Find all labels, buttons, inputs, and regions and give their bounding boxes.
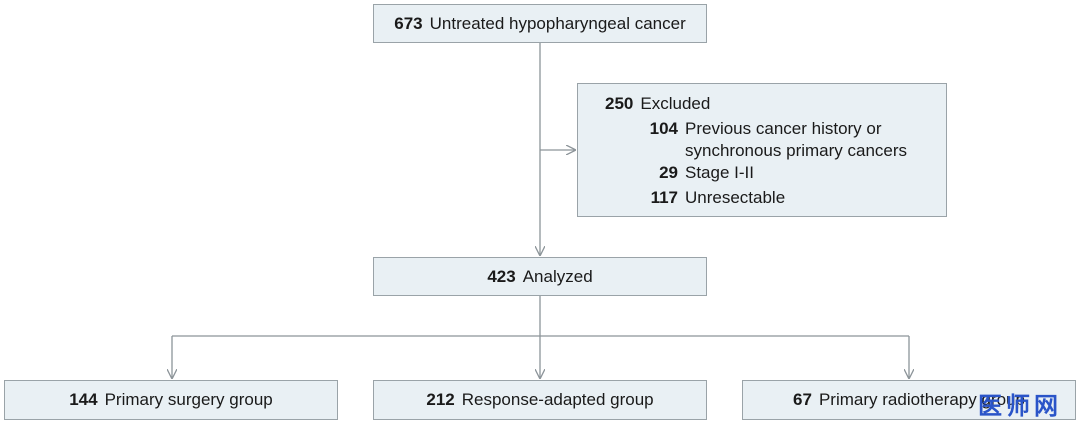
group-label: Primary radiotherapy group bbox=[818, 390, 1025, 409]
group-count: 144 bbox=[69, 390, 98, 409]
excluded-reason-count: 104 bbox=[649, 119, 678, 138]
excluded-reason-count: 117 bbox=[650, 188, 678, 207]
excluded-reason-count: 29 bbox=[659, 163, 678, 182]
group-count: 212 bbox=[426, 390, 455, 409]
node-analyzed-count: 423 bbox=[487, 266, 516, 286]
excluded-label: Excluded bbox=[640, 94, 711, 113]
node-group-radiotherapy: 67 Primary radiotherapy group bbox=[742, 380, 1076, 420]
node-group-response: 212 Response-adapted group bbox=[373, 380, 707, 420]
group-label: Primary surgery group bbox=[104, 390, 273, 409]
node-total: 673 Untreated hypopharyngeal cancer bbox=[373, 4, 707, 43]
excluded-title: 250 Excluded bbox=[605, 93, 710, 115]
excluded-reason: 117 Unresectable bbox=[614, 187, 914, 209]
excluded-reason-label: Previous cancer history or synchronous p… bbox=[685, 119, 908, 160]
excluded-reason: 29 Stage I-II bbox=[614, 162, 914, 184]
excluded-reason: 104 Previous cancer history or synchrono… bbox=[614, 118, 914, 162]
node-group-surgery: 144 Primary surgery group bbox=[4, 380, 338, 420]
excluded-count: 250 bbox=[605, 94, 634, 113]
node-analyzed-label: Analyzed bbox=[522, 266, 593, 286]
excluded-reason-label: Stage I-II bbox=[685, 163, 754, 182]
group-label: Response-adapted group bbox=[461, 390, 654, 409]
node-analyzed: 423 Analyzed bbox=[373, 257, 707, 296]
group-count: 67 bbox=[793, 390, 812, 409]
node-excluded: 250 Excluded 104 Previous cancer history … bbox=[577, 83, 947, 217]
excluded-reason-label: Unresectable bbox=[685, 188, 786, 207]
node-total-count: 673 bbox=[394, 13, 423, 33]
watermark-logo: 医师网 bbox=[978, 392, 1062, 420]
node-total-label: Untreated hypopharyngeal cancer bbox=[429, 13, 686, 33]
